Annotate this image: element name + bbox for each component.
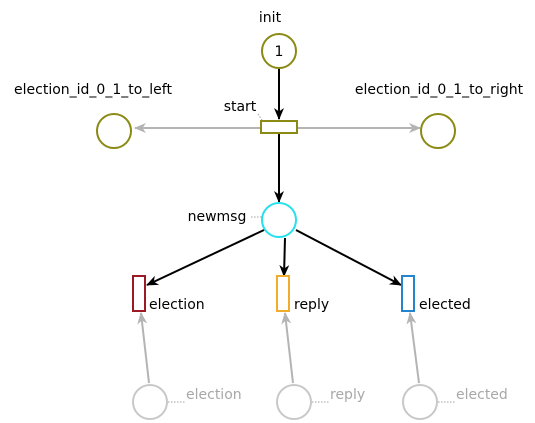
place-election-id-to-right[interactable] — [420, 113, 456, 149]
ghost-place-reply[interactable] — [276, 384, 312, 420]
arc-ghost-reply-to-reply — [281, 312, 294, 384]
label-transition-elected: elected — [419, 297, 471, 313]
arcs — [134, 68, 421, 384]
label-init: init — [259, 10, 282, 26]
transitions — [132, 120, 415, 312]
label-transition-reply: reply — [294, 297, 329, 313]
label-transition-election: election — [149, 297, 205, 313]
label-election-id-to-right: election_id_0_1_to_right — [355, 82, 524, 98]
arc-newmsg-to-reply — [279, 237, 290, 277]
label-election-id-to-left: election_id_0_1_to_left — [14, 82, 172, 98]
places: 1 — [96, 33, 456, 420]
place-election-id-to-left[interactable] — [96, 113, 132, 149]
arc-ghost-election-to-election — [137, 312, 150, 384]
label-start: start — [224, 99, 257, 115]
labels: init election_id_0_1_to_left election_id… — [14, 10, 524, 403]
transition-reply[interactable] — [276, 275, 290, 312]
arc-newmsg-to-election — [146, 229, 265, 286]
place-init-tokens: 1 — [275, 44, 284, 60]
label-ghost-election: election — [186, 387, 242, 403]
transition-election[interactable] — [132, 275, 146, 312]
label-ghost-elected: elected — [456, 387, 508, 403]
leader-start — [257, 113, 263, 121]
label-newmsg: newmsg — [188, 209, 247, 225]
ghost-place-election[interactable] — [132, 384, 168, 420]
transition-elected[interactable] — [401, 275, 415, 312]
place-init[interactable] — [261, 33, 297, 69]
ghost-place-elected[interactable] — [402, 384, 438, 420]
label-ghost-reply: reply — [330, 387, 365, 403]
transition-start[interactable] — [260, 120, 298, 134]
place-newmsg[interactable] — [261, 202, 297, 238]
arc-newmsg-to-elected — [295, 229, 402, 286]
arc-ghost-elected-to-elected — [406, 312, 420, 384]
